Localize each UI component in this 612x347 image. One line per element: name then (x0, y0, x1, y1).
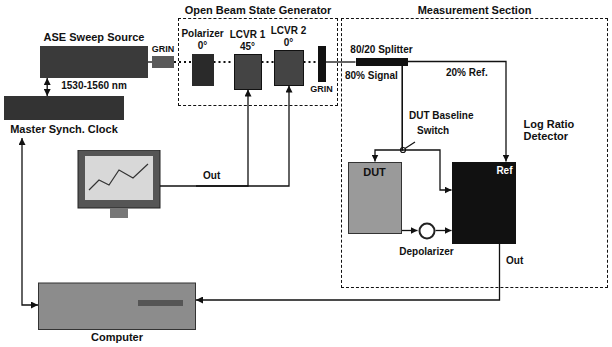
grin-lens: GRIN (318, 46, 326, 82)
monitor-stand (110, 208, 128, 218)
beam-path (262, 61, 274, 63)
lens-label: GRIN (152, 44, 175, 54)
part-label: Log Ratio Detector (524, 118, 596, 143)
part-label: Depolarizer (399, 246, 453, 258)
lcvr-cell: LCVR 145° (234, 54, 262, 90)
group-region: Measurement Section80/20 SplitterDUTDepo… (341, 18, 608, 288)
signal-label: 80% Signal (344, 70, 399, 82)
beam-path (304, 61, 318, 63)
part-label: LCVR 1 (230, 29, 266, 41)
clock-unit (4, 96, 124, 120)
port-label: Out (505, 255, 524, 267)
monitor-body (78, 150, 160, 208)
connector (436, 230, 452, 231)
part-label: Master Synch. Clock (10, 123, 118, 136)
dut-box: DUT (348, 162, 402, 234)
depolarizer-coil: Depolarizer (418, 222, 436, 240)
port-label: Out (202, 170, 221, 182)
beam-path (214, 61, 234, 63)
polarizer-element: Polarizer0° (192, 54, 214, 86)
switch-label: DUT Baseline (408, 110, 474, 122)
beam-path (174, 61, 192, 63)
angle-label: 0° (198, 40, 208, 52)
source-box: ASE Sweep Source1530-1560 nm (40, 46, 148, 78)
port-label: Ref (496, 165, 512, 177)
connector (196, 86, 289, 187)
angle-label: 0° (284, 37, 294, 49)
clock-box: Master Synch. Clock (4, 96, 124, 138)
connector (402, 66, 451, 191)
monitor-screen (85, 156, 153, 200)
cable (160, 185, 196, 187)
lens-label: GRIN (310, 84, 333, 94)
switch-lever (405, 142, 415, 149)
computer-case (39, 283, 196, 330)
connector (22, 138, 38, 305)
switch-label: Switch (416, 125, 450, 137)
part-label: Computer (91, 331, 143, 344)
detector-box: Log Ratio DetectorRef (452, 162, 516, 244)
coil-outline (418, 222, 436, 240)
group-region: Open Beam State GeneratorPolarizer0°LCVR… (178, 18, 338, 106)
splitter-element: 80/20 Splitter (356, 58, 408, 66)
connector (196, 90, 248, 187)
source-name: ASE Sweep Source (44, 31, 145, 44)
connector (402, 230, 418, 231)
connector (47, 78, 48, 96)
lcvr-cell: LCVR 20° (274, 50, 304, 86)
signal-label: 20% Ref. (445, 67, 489, 79)
part-label: LCVR 2 (271, 25, 307, 37)
clock-body (4, 96, 124, 120)
coil-ring (419, 223, 434, 238)
part-label: Polarizer (181, 28, 223, 40)
part-label: 80/20 Splitter (350, 44, 412, 56)
group-title: Open Beam State Generator (185, 4, 332, 17)
drive-slot (138, 300, 183, 306)
part-label: DUT (363, 166, 386, 179)
wavelength-range: 1530-1560 nm (61, 80, 127, 92)
angle-label: 45° (240, 41, 255, 53)
connector (196, 244, 500, 301)
connector (408, 62, 507, 162)
grin-lens: GRIN (152, 56, 174, 68)
screen-trace (89, 164, 148, 190)
computer-illustration (38, 150, 196, 330)
computer-figure: Computer (38, 150, 196, 330)
group-title: Measurement Section (418, 4, 532, 17)
